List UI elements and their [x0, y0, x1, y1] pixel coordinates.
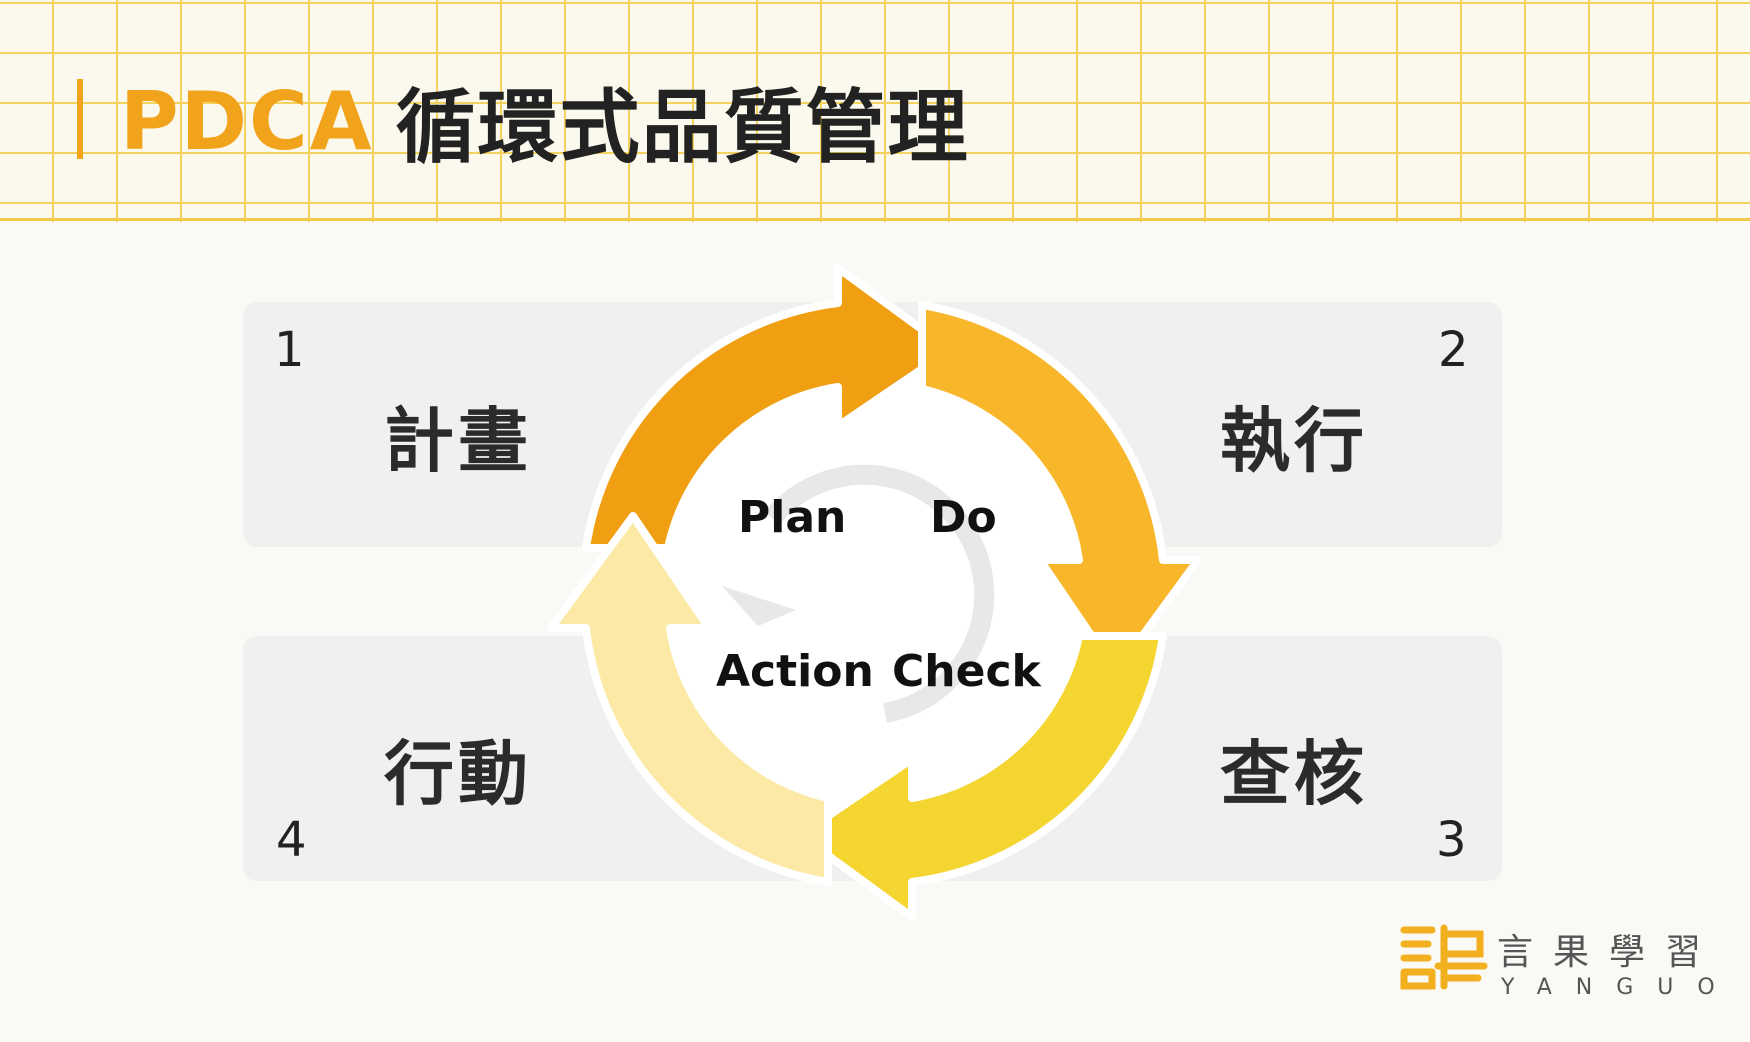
inner-cycle-arrowhead: [722, 586, 796, 626]
yanguo-logo-icon: [1400, 924, 1488, 990]
cycle-label-do: Do: [930, 492, 997, 543]
cycle-center-disc: [653, 370, 1097, 814]
step-number-check: 3: [1436, 812, 1467, 868]
cycle-label-action: Action: [716, 646, 874, 697]
grid-header-background: [0, 0, 1750, 222]
step-label-action: 行動: [384, 733, 532, 815]
arrow-check: [796, 632, 1167, 921]
title-pdca: PDCA: [120, 74, 374, 168]
arrow-do: [918, 301, 1202, 676]
title-accent-bar: [77, 79, 83, 159]
cycle-label-plan: Plan: [738, 492, 847, 543]
logo-name-chinese: 言果學習: [1497, 932, 1722, 973]
arrow-plan: [582, 264, 954, 552]
title-chinese: 循環式品質管理: [395, 81, 970, 174]
cycle-label-check: Check: [892, 646, 1041, 697]
step-number-do: 2: [1438, 322, 1469, 378]
step-number-plan: 1: [274, 322, 305, 378]
step-label-do: 執行: [1220, 400, 1368, 482]
page-title: PDCA 循環式品質管理: [120, 66, 970, 176]
step-label-check: 查核: [1220, 733, 1368, 815]
header-divider: [0, 218, 1750, 221]
step-label-plan: 計畫: [384, 400, 532, 482]
logo-name-english: YANGUO: [1501, 975, 1739, 1000]
arrow-action: [547, 512, 832, 886]
step-number-action: 4: [276, 812, 307, 868]
inner-cycle-ring: [764, 464, 995, 723]
